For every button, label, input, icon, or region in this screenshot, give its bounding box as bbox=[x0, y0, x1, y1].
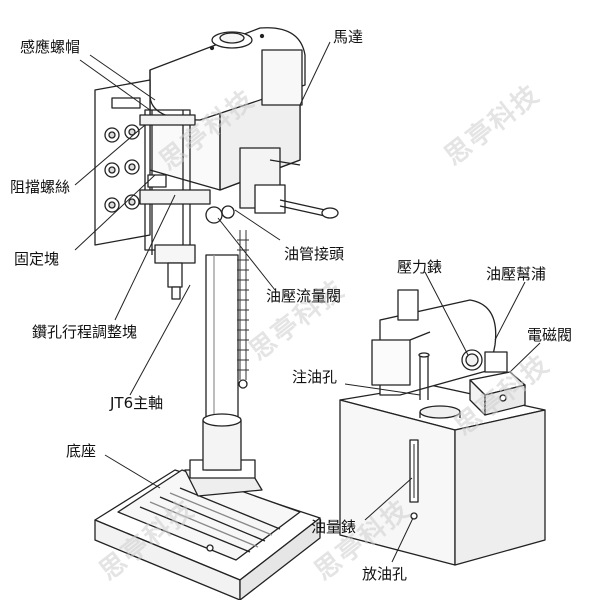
leader-fixing-block bbox=[74, 174, 156, 251]
leader-pressure-gauge bbox=[424, 271, 469, 356]
label-oil-level-gauge: 油量錶 bbox=[311, 518, 357, 536]
leader-spindle bbox=[129, 284, 191, 396]
leader-oil-filler bbox=[344, 383, 421, 396]
label-oil-pipe-joint: 油管接頭 bbox=[284, 245, 345, 263]
label-oil-drain: 放油孔 bbox=[362, 565, 408, 583]
label-stop-screw: 阻擋螺絲 bbox=[10, 178, 71, 196]
label-sensor-nut: 感應螺帽 bbox=[20, 38, 81, 56]
leader-pump bbox=[494, 281, 526, 341]
control-box bbox=[94, 79, 151, 246]
label-solenoid-valve: 電磁閥 bbox=[527, 326, 573, 344]
leader-drill-stroke bbox=[114, 194, 176, 321]
leader-base bbox=[104, 454, 161, 489]
drill-column bbox=[202, 230, 249, 471]
leader-drain bbox=[391, 517, 414, 563]
label-motor: 馬達 bbox=[333, 28, 364, 46]
label-jt6-spindle: JT6主軸 bbox=[110, 394, 164, 412]
label-base: 底座 bbox=[66, 442, 97, 460]
label-drill-stroke-block: 鑽孔行程調整塊 bbox=[32, 323, 138, 341]
spindle-assembly bbox=[139, 109, 235, 300]
label-hydraulic-flow-valve: 油壓流量閥 bbox=[266, 287, 342, 305]
solenoid-valve-block bbox=[469, 351, 526, 416]
leader-flow-valve bbox=[217, 217, 276, 291]
leader-sensor-nut bbox=[89, 54, 156, 101]
leader-motor bbox=[299, 41, 331, 106]
feed-handle bbox=[239, 147, 339, 219]
label-hydraulic-pump: 油壓幫浦 bbox=[486, 265, 547, 283]
drill-base bbox=[94, 459, 321, 600]
leader-solenoid bbox=[509, 342, 541, 373]
label-fixing-block: 固定塊 bbox=[14, 250, 60, 268]
leader-stop-screw bbox=[74, 124, 146, 186]
leader-oil-pipe bbox=[234, 209, 281, 241]
label-oil-filler: 注油孔 bbox=[292, 368, 338, 386]
pump-motor bbox=[371, 289, 497, 419]
leader-level-gauge bbox=[364, 477, 413, 521]
drill-motor bbox=[149, 27, 306, 121]
label-pressure-gauge: 壓力錶 bbox=[397, 258, 443, 276]
